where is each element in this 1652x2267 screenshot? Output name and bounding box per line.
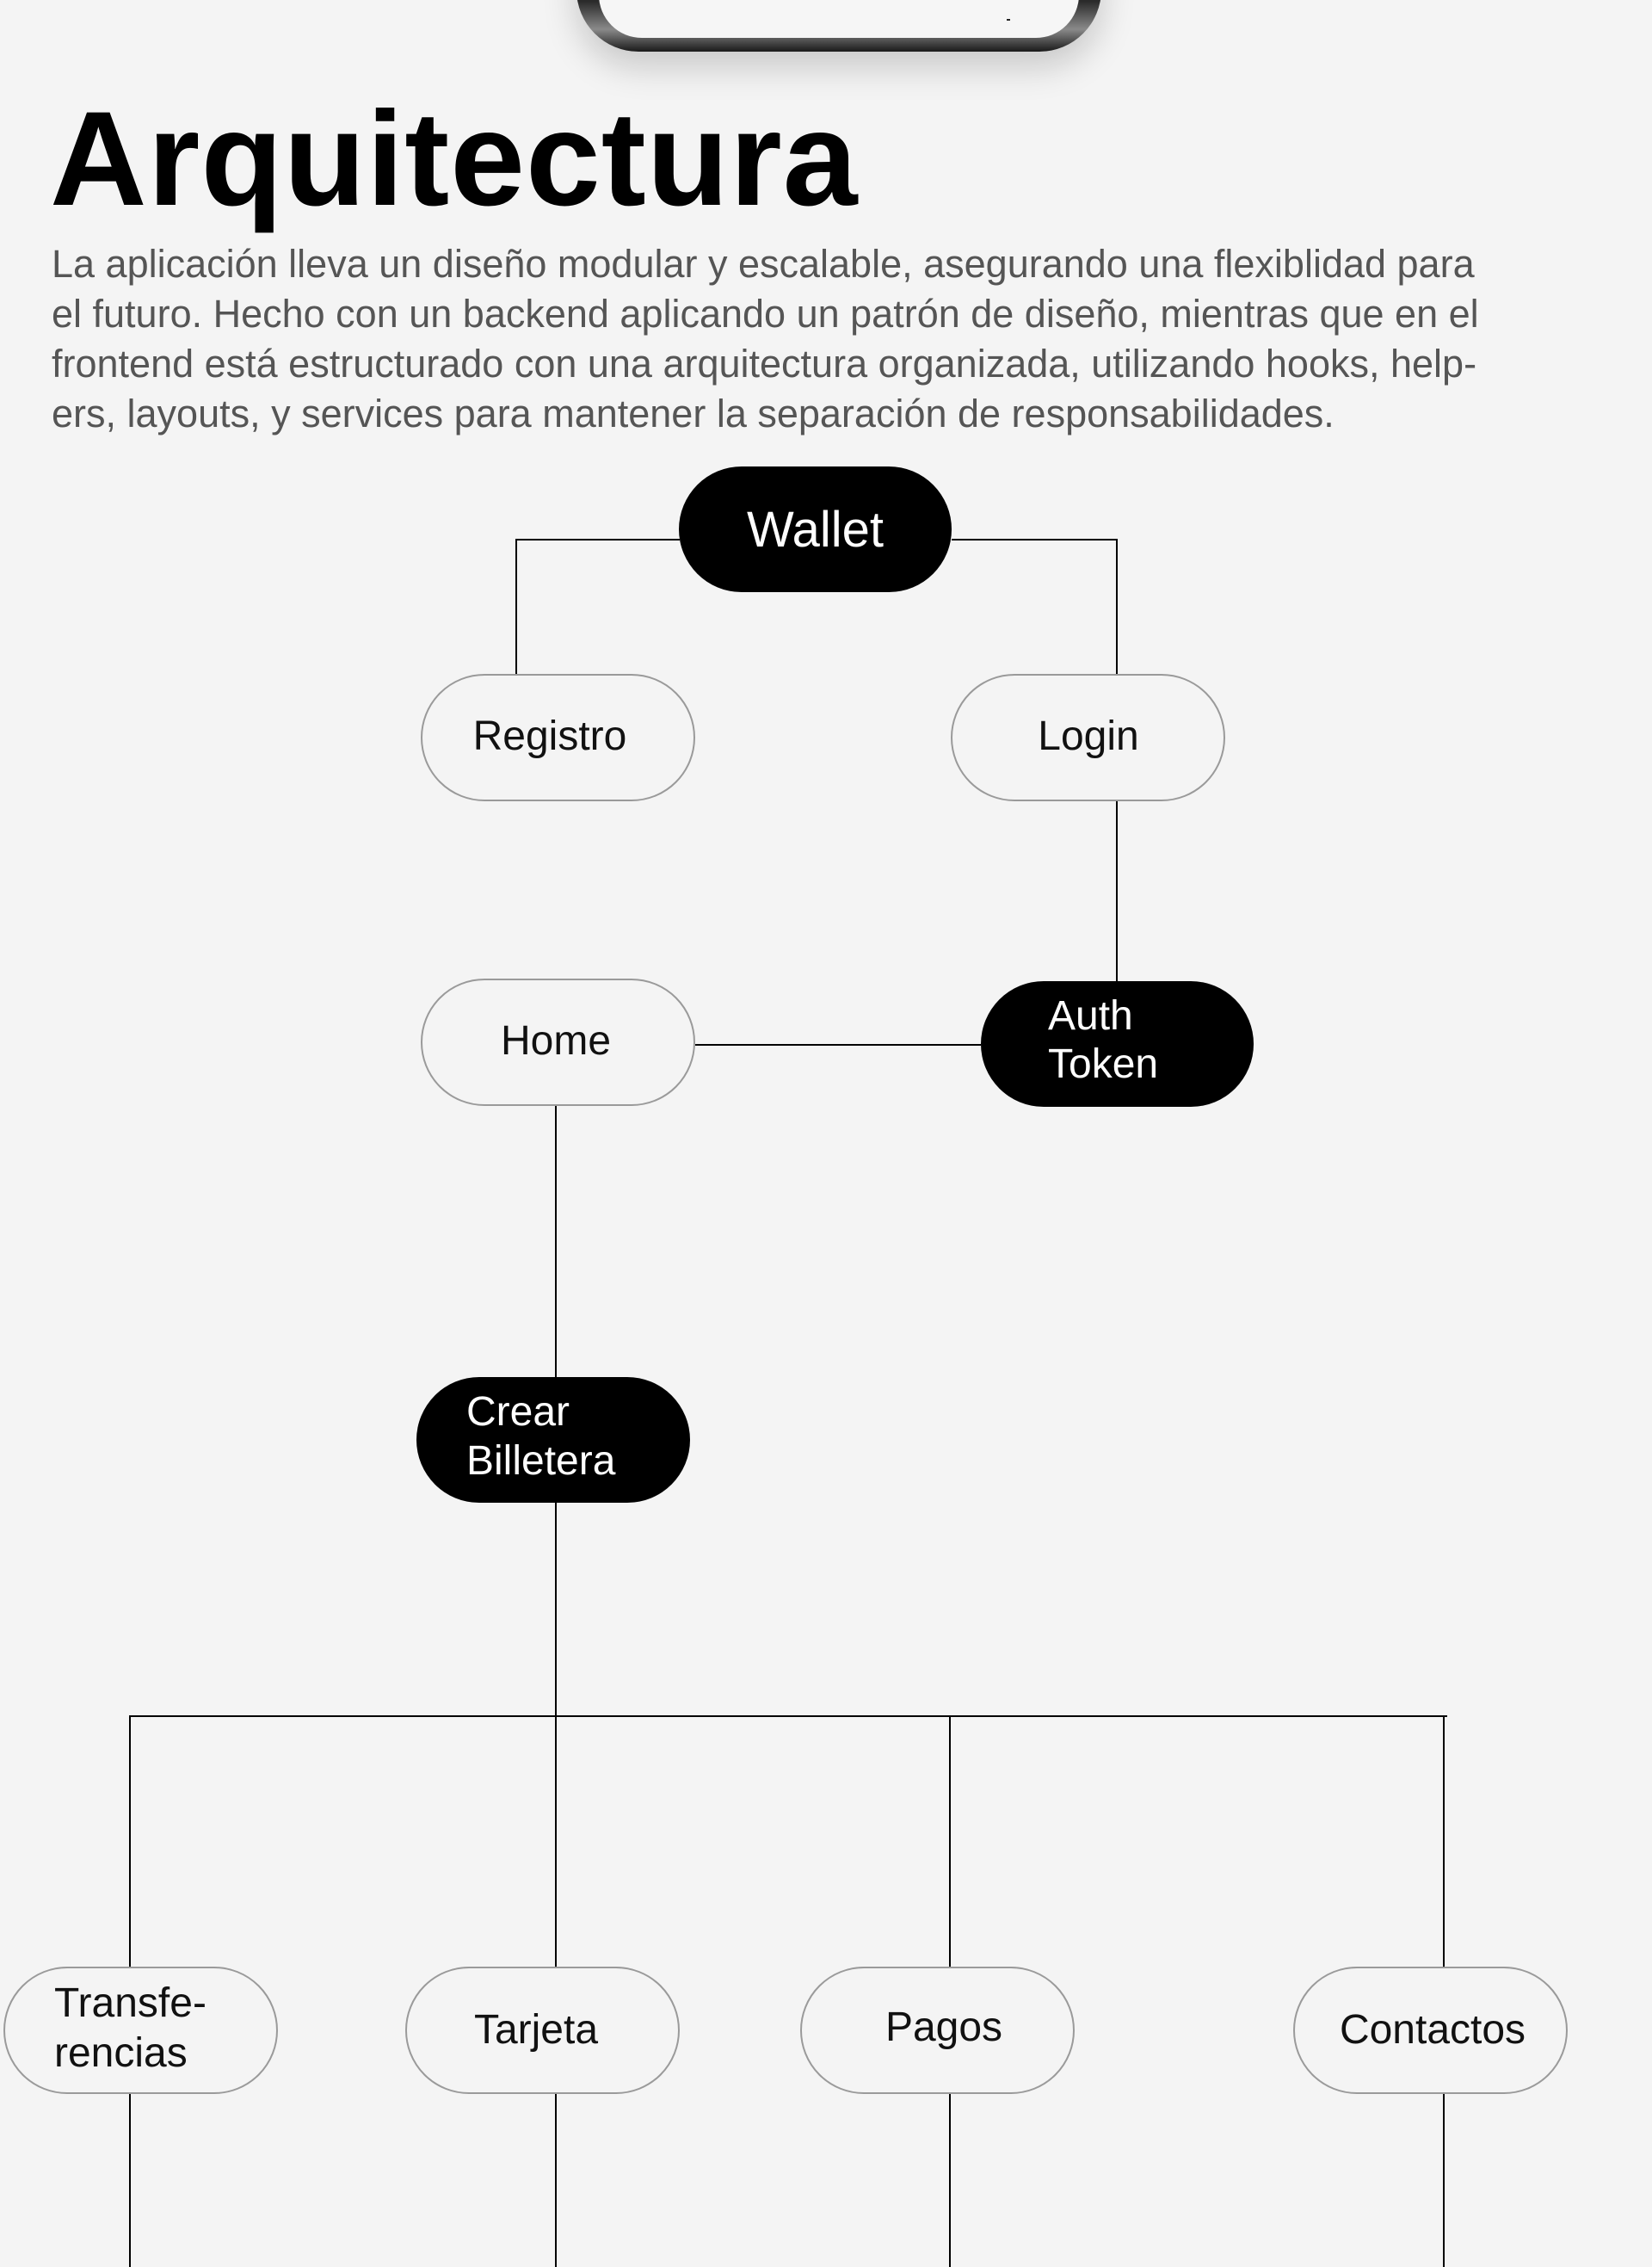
node-crear-billetera-line-1: Crear <box>466 1389 570 1435</box>
connector-lines <box>129 539 1447 2267</box>
node-crear-billetera-label: Crear Billetera <box>466 1389 616 1484</box>
connector-wallet-registro <box>515 539 680 675</box>
node-contactos: Contactos <box>1293 1967 1568 2094</box>
node-registro-label: Registro <box>473 713 627 759</box>
phone-screen-dot <box>1007 19 1010 21</box>
node-contactos-label: Contactos <box>1340 2007 1526 2053</box>
node-home: Home <box>421 979 695 1106</box>
node-auth-token-line-1: Auth <box>1048 993 1133 1039</box>
node-login-label: Login <box>1038 713 1138 759</box>
phone-screen <box>599 0 1079 38</box>
intro-paragraph: La aplicación lleva un diseño modular y … <box>52 242 1479 435</box>
node-wallet: Wallet <box>679 466 952 592</box>
node-registro: Registro <box>421 674 695 801</box>
node-crear-billetera: Crear Billetera <box>416 1377 690 1503</box>
node-crear-billetera-line-2: Billetera <box>466 1438 616 1484</box>
node-wallet-label: Wallet <box>747 502 884 558</box>
node-home-label: Home <box>501 1018 611 1064</box>
node-tarjeta-label: Tarjeta <box>474 2007 598 2053</box>
node-auth-token-label: Auth Token <box>1048 993 1158 1087</box>
node-transferencias-line-2: rencias <box>54 2030 188 2076</box>
node-transferencias: Transfe- rencias <box>3 1967 278 2094</box>
connector-wallet-login <box>952 539 1118 675</box>
page-title: Arquitectura <box>50 84 859 234</box>
node-login: Login <box>951 674 1225 801</box>
node-tarjeta: Tarjeta <box>405 1967 680 2094</box>
node-auth-token: Auth Token <box>981 981 1254 1107</box>
node-pagos-label: Pagos <box>885 2004 1002 2050</box>
phone-mockup-bottom <box>576 0 1101 52</box>
node-pagos: Pagos <box>800 1967 1075 2094</box>
node-transferencias-line-1: Transfe- <box>54 1980 206 2026</box>
node-auth-token-line-2: Token <box>1048 1041 1158 1087</box>
node-transferencias-label: Transfe- rencias <box>54 1980 218 2076</box>
